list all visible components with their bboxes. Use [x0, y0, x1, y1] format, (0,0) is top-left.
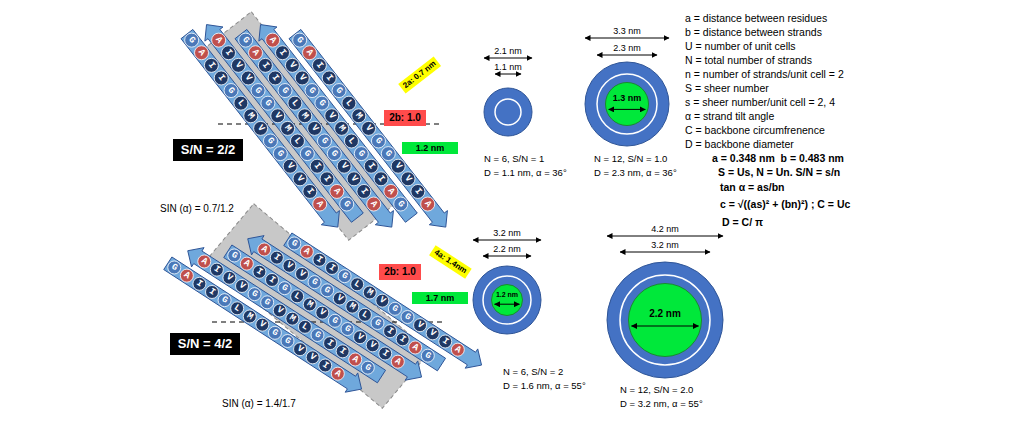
dimension-label: 2.1 nm: [494, 46, 522, 57]
lumen-fill: [629, 284, 702, 357]
box-text: 1.3 nm: [605, 93, 649, 103]
lumen-outline: [628, 283, 702, 357]
dimension-arrow: [607, 236, 723, 237]
box-text: 2b: 1.0: [389, 112, 421, 123]
backbone-circle: [484, 88, 532, 136]
shear-ratio-box: S/N = 2/2: [173, 139, 244, 161]
box-text: S/N = 2/2: [181, 142, 236, 157]
definition-text: S = sheer number: [685, 82, 769, 95]
backbone-ring: [483, 276, 531, 324]
definition-text: tan α = as/bn: [720, 181, 785, 194]
dimension-label: 3.2 nm: [651, 240, 679, 251]
dimension-arrow: [495, 304, 520, 305]
lumen-circle: 2.2 nm: [628, 283, 702, 357]
definition-text: U = number of unit cells: [685, 40, 796, 53]
width-box: 1.2 nm: [402, 142, 459, 155]
box-text: 4a: 1.4nm: [432, 248, 468, 276]
backbone-circle: [585, 62, 669, 146]
definition-text: n = number of strands/unit cell = 2: [685, 68, 844, 81]
box-text: 2b: 1.0: [384, 266, 416, 277]
dimension-label: D = 1.6 nm, α = 55°: [503, 380, 586, 391]
definition-text: C = backbone circumfrenence: [685, 124, 825, 137]
lumen-circle: 1.3 nm: [605, 82, 649, 126]
dimension-label: 3.3 nm: [613, 26, 641, 37]
box-text: S/N = 4/2: [178, 336, 233, 351]
dimension-label: N = 12, S/N = 1.0: [594, 153, 667, 164]
dimension-label: N = 12, S/N = 2.0: [620, 384, 693, 395]
box-text: 1.2 nm: [416, 143, 445, 153]
dimension-label: D = 2.3 nm, α = 36°: [594, 167, 677, 178]
width-box: 1.7 nm: [412, 292, 469, 305]
dimension-label: N = 6, S/N = 1: [484, 153, 544, 164]
lumen-circle: 1.2 nm: [491, 284, 523, 316]
dimension-label: 3.2 nm: [493, 228, 521, 239]
residue-spacing-box: 4a: 1.4nm: [429, 245, 471, 278]
residue-spacing-box: 2a: 0.7 nm: [399, 57, 442, 94]
dimension-arrow: [473, 240, 541, 241]
definition-text: α = strand tilt angle: [685, 110, 774, 123]
dimension-label: 2.3 nm: [613, 43, 641, 54]
dimension-arrow: [484, 58, 532, 59]
dimension-arrow: [495, 74, 521, 75]
box-text: 2a: 0.7 nm: [402, 59, 438, 90]
dimension-label: 1.1 nm: [494, 62, 522, 73]
dimension-label: 2.2 nm: [493, 244, 521, 255]
definition-text: D = C/ π: [722, 216, 763, 229]
box-text: 1.2 nm: [491, 291, 523, 299]
dimension-label: SIN (α) = 0.7/1.2: [160, 203, 234, 215]
strand-spacing-box: 2b: 1.0: [379, 264, 421, 280]
dimension-arrow: [597, 55, 657, 56]
dimension-label: N = 6, S/N = 2: [503, 366, 563, 377]
dimension-label: 4.2 nm: [651, 224, 679, 235]
lumen-fill: [606, 83, 649, 126]
definition-text: a = distance between residues: [685, 12, 827, 25]
box-text: 2.2 nm: [628, 308, 702, 320]
definition-text: s = sheer number/unit cell = 2, 4: [685, 96, 835, 109]
definition-text: S = Us, N = Un. S/N = s/n: [718, 166, 840, 179]
dimension-arrow: [609, 109, 646, 110]
dimension-label: D = 1.1 nm, α = 36°: [484, 167, 567, 178]
lumen-outline: [491, 284, 523, 316]
shear-ratio-box: S/N = 4/2: [170, 333, 241, 355]
definition-text: c = √((as)² + (bn)²) ; C = Uc: [720, 198, 850, 211]
box-text: 1.7 nm: [426, 293, 455, 303]
dimension-label: SIN (α) = 1.4/1.7: [222, 398, 296, 410]
backbone-circle: [473, 266, 541, 334]
dimension-arrow: [483, 256, 531, 257]
dimension-arrow: [631, 326, 698, 327]
backbone-ring: [620, 275, 710, 365]
strand-spacing-box: 2b: 1.0: [384, 110, 426, 126]
dimension-label: D = 3.2 nm, α = 55°: [620, 398, 703, 409]
dimension-arrow: [620, 252, 710, 253]
lumen-outline: [605, 82, 649, 126]
backbone-ring: [495, 99, 521, 125]
definition-text: a = 0.348 nm b = 0.483 nm: [712, 152, 844, 165]
definition-text: N = total number of strands: [685, 54, 812, 67]
dimension-arrow: [585, 38, 669, 39]
backbone-circle: [607, 262, 723, 378]
backbone-ring: [597, 74, 657, 134]
definition-text: b = distance between strands: [685, 26, 822, 39]
lumen-fill: [492, 285, 523, 316]
definition-text: D = backbone diameter: [685, 138, 794, 151]
